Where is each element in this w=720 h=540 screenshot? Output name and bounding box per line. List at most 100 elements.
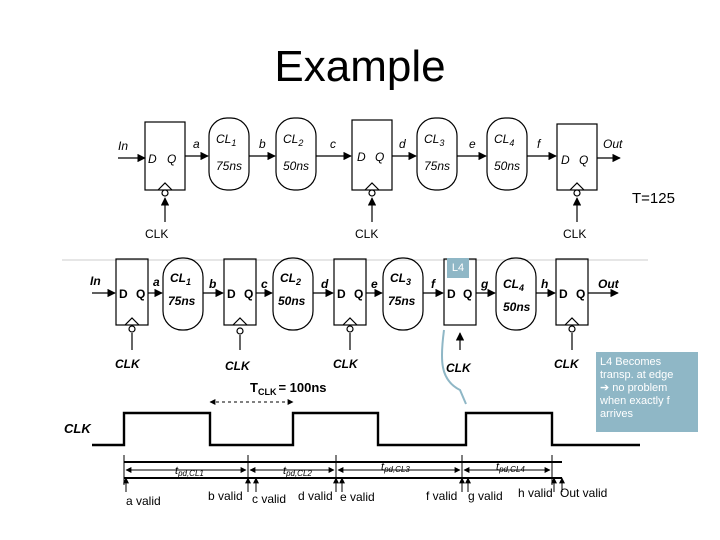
bottom-cl2: [272, 257, 314, 331]
bottom-wire-b: b: [209, 277, 216, 291]
clock-waveform: [92, 411, 640, 447]
bottom-clk-label-2: CLK: [225, 359, 251, 373]
bottom-reg4-d: D: [447, 287, 456, 301]
bottom-wire-d: d: [321, 277, 329, 291]
period-label: T=125: [632, 190, 675, 207]
bottom-pipeline-labels: In Out D Q D Q D Q D Q D Q a b c d e f g…: [90, 271, 620, 375]
top-pipeline-labels: In Out D Q D Q D Q a b c d e f CL1 75ns …: [118, 132, 623, 241]
top-cl4-name: CL4: [494, 132, 514, 148]
bottom-reg5-q: Q: [576, 287, 585, 301]
top-reg2-q: Q: [375, 150, 384, 164]
top-pipeline: [118, 117, 621, 222]
top-wire-b: b: [259, 137, 266, 151]
bottom-wire-a: a: [153, 275, 160, 289]
tpd-cl2: tpd,CL2: [283, 465, 312, 478]
top-cl3: [416, 117, 458, 191]
bottom-register-5: [555, 258, 589, 326]
bottom-cl3: [382, 257, 424, 331]
top-clk-label-3: CLK: [563, 227, 586, 241]
e-valid-label: e valid: [340, 490, 375, 504]
bottom-reg4-q: Q: [463, 287, 472, 301]
top-cl1-name: CL1: [216, 132, 236, 148]
bottom-cl4-delay: 50ns: [503, 300, 531, 314]
d-valid-label: d valid: [298, 489, 333, 503]
top-reg3-q: Q: [579, 153, 588, 167]
slide-title: Example: [274, 42, 446, 91]
out-valid-label: Out valid: [560, 486, 607, 500]
bottom-reg2-q: Q: [244, 287, 253, 301]
bottom-cl1-name: CL1: [170, 271, 191, 287]
timing-labels: CLK TCLK= 100ns tpd,CL1 tpd,CL2 tpd,CL3 …: [64, 380, 607, 508]
callout-line-5: arrives: [600, 408, 634, 420]
timing-clk-label: CLK: [64, 421, 92, 436]
l4-callout: L4 Becomes transp. at edge ➔ no problem …: [596, 352, 698, 432]
top-wire-d: d: [399, 137, 406, 151]
top-reg2-d: D: [357, 150, 366, 164]
bottom-clk-label-4: CLK: [446, 361, 472, 375]
l4-connector: [440, 329, 467, 405]
bottom-register-3: [333, 258, 367, 326]
bottom-pipeline: [92, 257, 619, 350]
top-wire-c: c: [330, 137, 336, 151]
callout-line-4: when exactly f: [600, 395, 670, 407]
bottom-cl1-delay: 75ns: [168, 294, 196, 308]
timing-diagram: [92, 399, 640, 492]
c-valid-label: c valid: [252, 492, 286, 506]
callout-line-2: transp. at edge: [600, 369, 674, 381]
bottom-clk-label-3: CLK: [333, 357, 359, 371]
bottom-reg5-d: D: [559, 287, 568, 301]
top-cl2-name: CL2: [283, 132, 303, 148]
bottom-in-label: In: [90, 274, 101, 288]
bottom-wire-g: g: [480, 277, 489, 291]
callout-line-1: L4 Becomes: [600, 356, 662, 368]
tpd-cl3: tpd,CL3: [381, 461, 410, 474]
top-cl3-name: CL3: [424, 132, 444, 148]
top-cl3-delay: 75ns: [424, 159, 450, 173]
bottom-cl2-name: CL2: [280, 271, 301, 287]
bottom-reg2-d: D: [227, 287, 236, 301]
top-wire-a: a: [193, 137, 200, 151]
bottom-reg3-d: D: [337, 287, 346, 301]
top-clk-label-2: CLK: [355, 227, 378, 241]
top-wire-f: f: [537, 137, 542, 151]
bottom-clk-label-5: CLK: [554, 357, 580, 371]
bottom-cl3-name: CL3: [390, 271, 411, 287]
tpd-cl1: tpd,CL1: [175, 465, 204, 478]
bottom-wire-e: e: [371, 277, 378, 291]
top-in-label: In: [118, 139, 128, 153]
bottom-cl4-name: CL4: [503, 277, 524, 293]
top-cl1-delay: 75ns: [216, 159, 242, 173]
bottom-out-label: Out: [598, 277, 620, 291]
bottom-register-2: [223, 258, 257, 326]
b-valid-label: b valid: [208, 489, 243, 503]
bottom-wire-h: h: [541, 277, 548, 291]
top-out-label: Out: [603, 137, 623, 151]
bottom-reg3-q: Q: [354, 287, 363, 301]
bottom-wire-f: f: [431, 277, 436, 291]
g-valid-label: g valid: [468, 489, 503, 503]
top-cl2: [275, 117, 317, 191]
top-reg1-d: D: [148, 152, 157, 166]
h-valid-label: h valid: [518, 486, 553, 500]
top-cl4-delay: 50ns: [494, 159, 520, 173]
l4-tag: L4: [447, 258, 469, 278]
tclk-label: TCLK= 100ns: [250, 380, 327, 397]
top-reg3-d: D: [561, 153, 570, 167]
callout-line-3: ➔ no problem: [600, 382, 668, 394]
top-wire-e: e: [469, 137, 476, 151]
top-cl4: [486, 117, 528, 191]
top-clk-label-1: CLK: [145, 227, 168, 241]
bottom-register-1: [115, 258, 149, 326]
top-reg1-q: Q: [167, 152, 176, 166]
bottom-cl3-delay: 75ns: [388, 294, 416, 308]
bottom-wire-c: c: [261, 277, 268, 291]
bottom-cl1: [162, 257, 204, 331]
f-valid-label: f valid: [426, 489, 457, 503]
bottom-cl4: [495, 257, 537, 331]
a-valid-label: a valid: [126, 494, 161, 508]
bottom-reg1-d: D: [119, 287, 128, 301]
tpd-cl4: tpd,CL4: [496, 461, 525, 474]
bottom-reg1-q: Q: [136, 287, 145, 301]
top-cl2-delay: 50ns: [283, 159, 309, 173]
